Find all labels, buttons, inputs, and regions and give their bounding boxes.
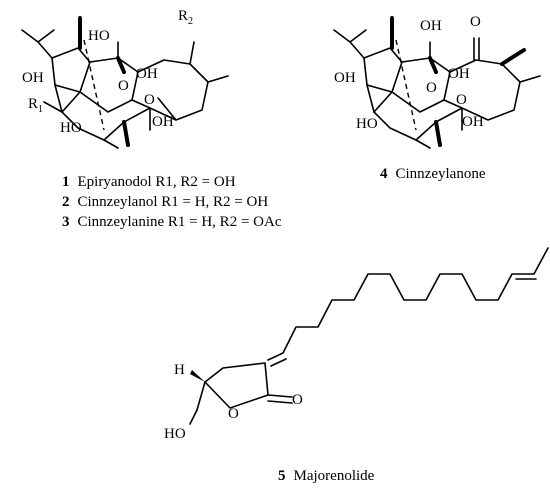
c1-r2-label: R2: [178, 8, 193, 27]
c1-oh-bottom-label: OH: [152, 114, 174, 130]
c4-ketone-o-label: O: [470, 14, 481, 30]
c5-ring-o-label: O: [228, 406, 239, 422]
structure-compound-5: H O O HO: [164, 247, 549, 442]
c1-oh-mid-label: OH: [136, 66, 158, 82]
c4-oh-left-label: OH: [334, 70, 356, 86]
c4-o-low-label: O: [456, 92, 467, 108]
c5-h-label: H: [174, 362, 185, 378]
c5-ho-label: HO: [164, 426, 186, 442]
c4-oh-top-label: OH: [420, 18, 442, 34]
c4-oh-bottom-label: OH: [462, 114, 484, 130]
c1-o-bridge-label: O: [118, 78, 129, 94]
c4-o-bridge-label: O: [426, 80, 437, 96]
c5-carbonyl-o-label: O: [292, 392, 303, 408]
c1-oh-top-label: HO: [88, 28, 110, 44]
c1-ho-low-label: HO: [60, 120, 82, 136]
c1-oh-left-label: OH: [22, 70, 44, 86]
c4-oh-mid-label: OH: [448, 66, 470, 82]
c1-o-low-label: O: [144, 92, 155, 108]
c1-r1-label: R1: [28, 96, 43, 115]
c4-ho-low-label: HO: [356, 116, 378, 132]
structure-compound-4: OH O OH O OH HO O OH: [333, 14, 541, 149]
structure-compound-1: HO OH OH O R1 R2 HO O OH: [21, 8, 229, 149]
